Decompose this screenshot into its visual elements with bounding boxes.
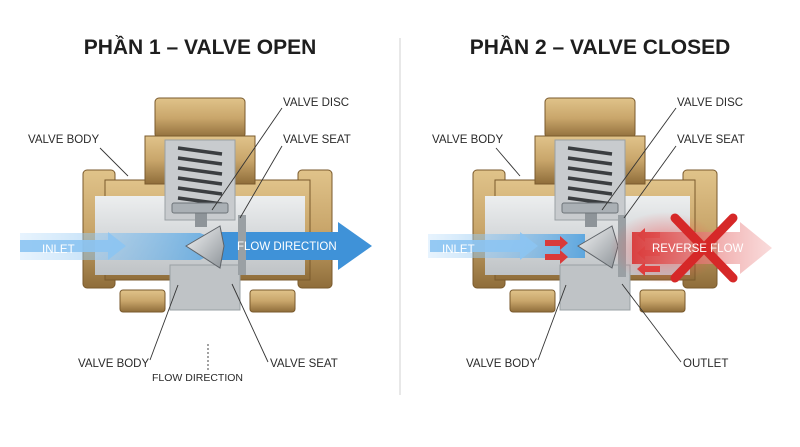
panel-1-title: PHẦN 1 – VALVE OPEN xyxy=(84,36,317,59)
label-reverse-flow: REVERSE FLOW xyxy=(652,243,744,255)
label-valve-body-top: VALVE BODY xyxy=(28,134,99,146)
leader-valve-seat-top xyxy=(623,145,677,219)
label-valve-disc: VALVE DISC xyxy=(283,97,349,109)
label-valve-seat-bottom: VALVE SEAT xyxy=(270,358,338,370)
lower-port-right xyxy=(249,289,296,313)
spring xyxy=(567,146,613,206)
panel-valve-closed: PHẦN 2 – VALVE CLOSED xyxy=(428,36,772,370)
blocked-x-icon xyxy=(670,213,738,283)
panel-2-title: PHẦN 2 – VALVE CLOSED xyxy=(470,36,731,59)
lower-port-right xyxy=(639,289,686,313)
spring xyxy=(177,146,223,206)
inlet-arrow xyxy=(20,232,126,260)
leader-valve-seat-top xyxy=(239,145,283,219)
leader-valve-seat-bottom xyxy=(231,283,269,363)
flow-direction-arrow xyxy=(210,222,372,270)
lower-port-left xyxy=(119,289,166,313)
label-valve-body-bottom: VALVE BODY xyxy=(466,358,537,370)
label-valve-seat-top: VALVE SEAT xyxy=(677,134,745,146)
valve-closed-illustration xyxy=(428,97,772,313)
valve-disc-open xyxy=(185,225,225,269)
spring-retainer xyxy=(171,202,229,214)
panel-valve-open: PHẦN 1 – VALVE OPEN xyxy=(20,36,372,384)
label-outlet: OUTLET xyxy=(683,358,728,370)
leader-valve-body-top xyxy=(99,147,129,177)
valve-open-illustration xyxy=(20,97,372,313)
label-flow-direction-bottom: FLOW DIRECTION xyxy=(152,372,243,384)
leader-valve-disc xyxy=(211,107,283,211)
valve-bonnet xyxy=(544,97,636,139)
label-valve-body-top: VALVE BODY xyxy=(432,134,503,146)
leader-valve-body-bottom xyxy=(149,284,179,361)
valve-seat-ring xyxy=(238,215,246,275)
label-valve-seat-top: VALVE SEAT xyxy=(283,134,351,146)
label-flow-direction: FLOW DIRECTION xyxy=(237,241,337,253)
lower-cavity xyxy=(169,264,241,311)
label-inlet: INLET xyxy=(442,244,475,256)
lower-port-left xyxy=(509,289,556,313)
label-inlet: INLET xyxy=(42,244,75,256)
leader-valve-disc xyxy=(601,107,677,211)
leader-outlet xyxy=(621,283,682,363)
spring-retainer xyxy=(561,202,619,214)
leader-valve-body-top xyxy=(495,147,521,177)
label-valve-body-bottom: VALVE BODY xyxy=(78,358,149,370)
valve-bonnet xyxy=(154,97,246,139)
inlet-arrow xyxy=(430,232,538,260)
leader-valve-body-bottom xyxy=(537,284,567,361)
label-valve-disc: VALVE DISC xyxy=(677,97,743,109)
